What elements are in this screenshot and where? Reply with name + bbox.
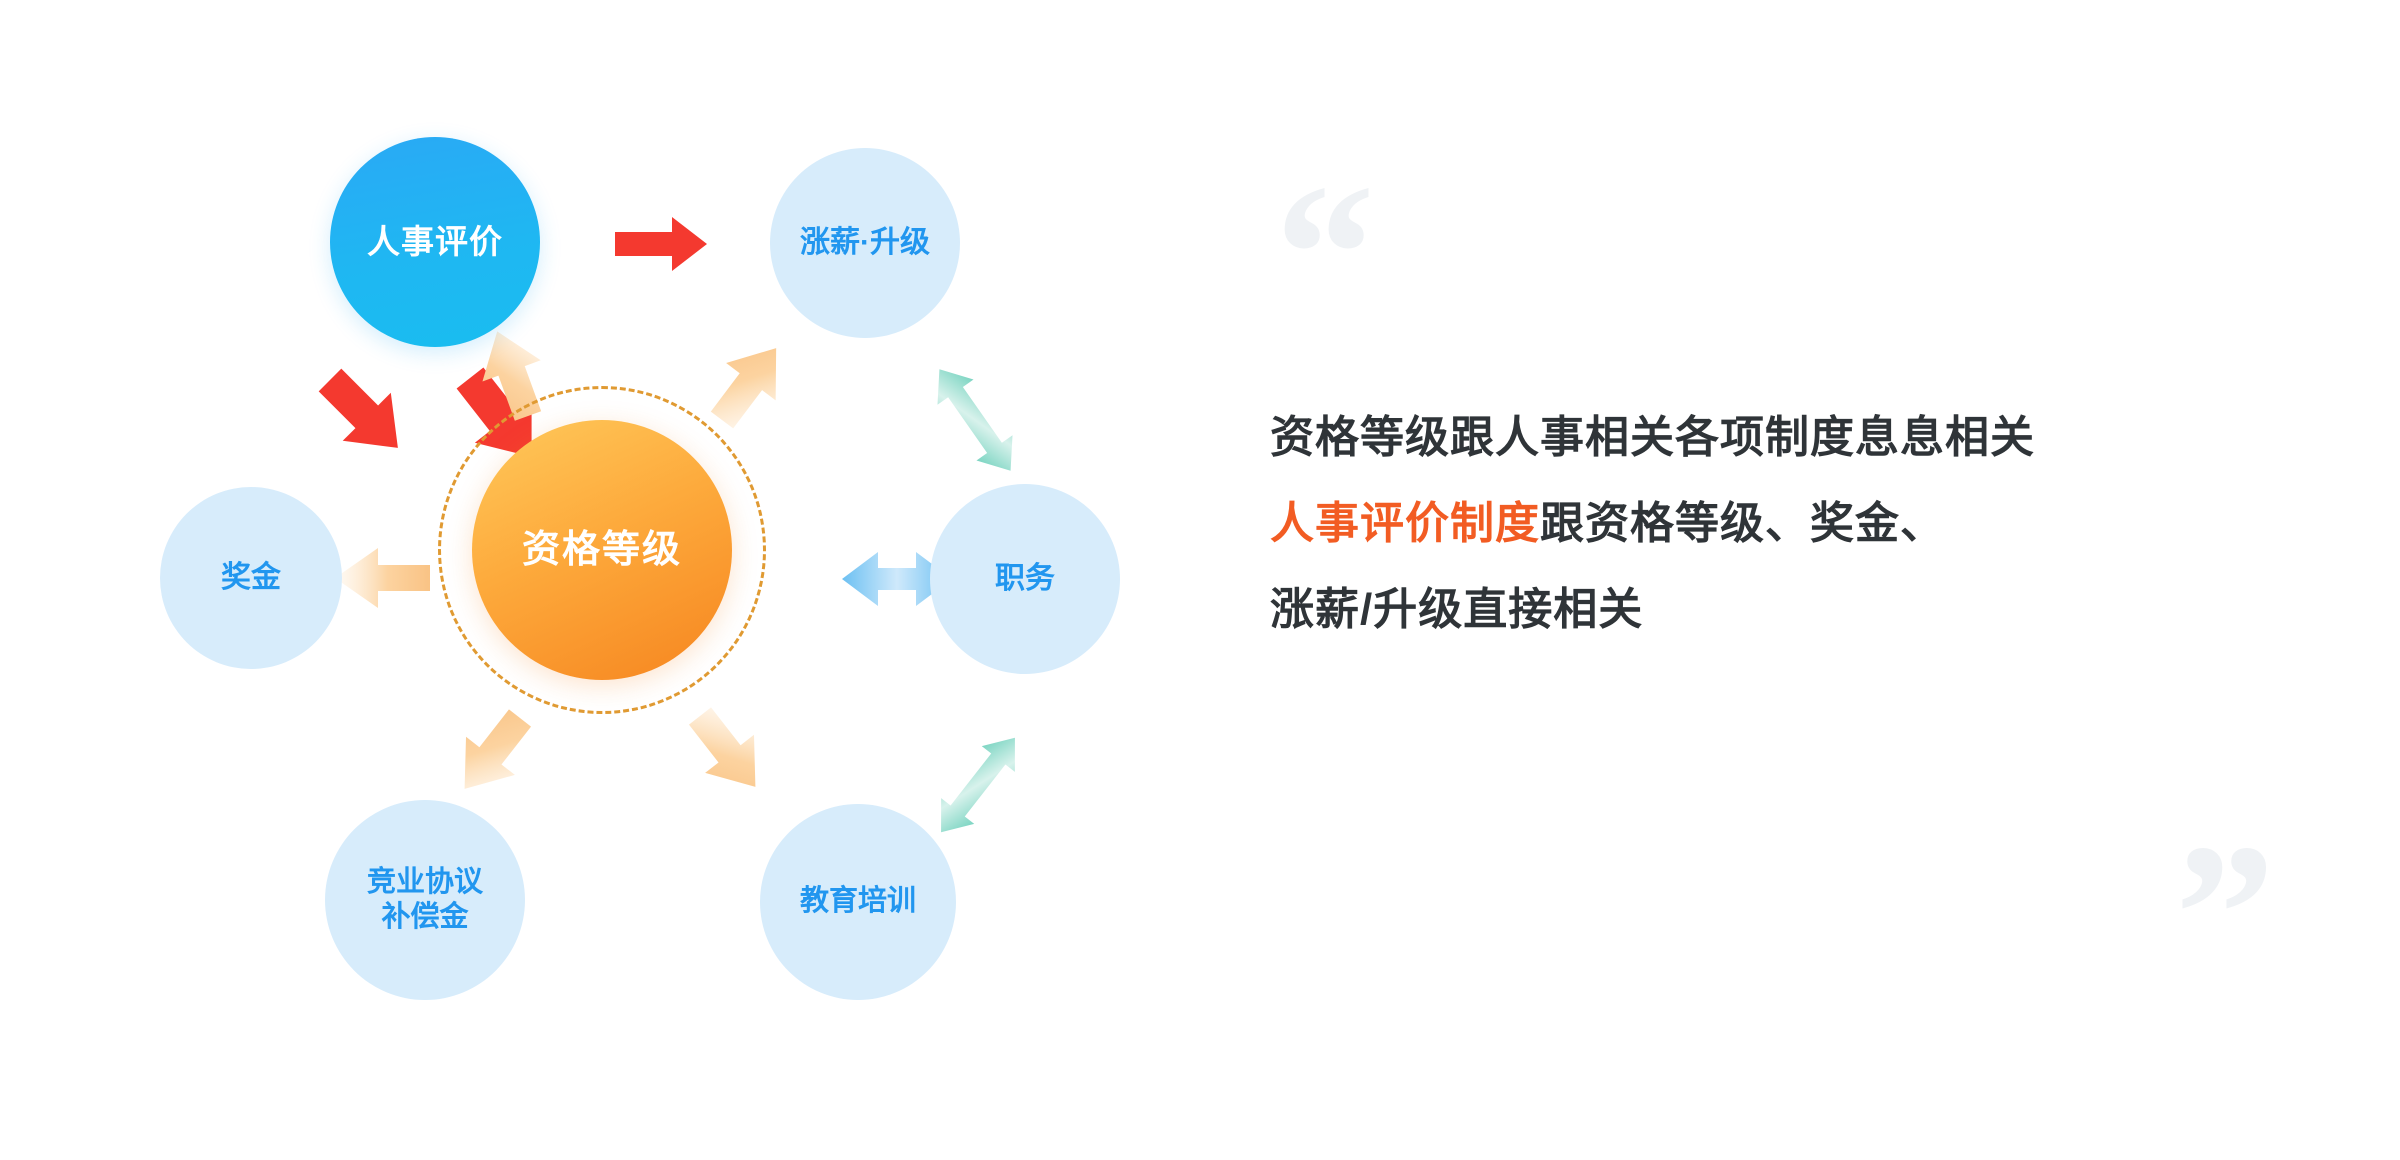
- explanation-line-2: 人事评价制度跟资格等级、奖金、: [1270, 481, 2350, 567]
- quote-open-mark: “: [1275, 155, 1375, 355]
- explanation-line-1: 资格等级跟人事相关各项制度息息相关: [1270, 413, 2035, 462]
- arrow-hub-to-bonus: [335, 548, 430, 608]
- explanation-line-3: 涨薪/升级直接相关: [1270, 584, 1644, 634]
- arrow-hub-to-raise: [710, 348, 777, 429]
- explanation-highlight: 人事评价制度: [1270, 498, 1540, 548]
- node-raise-promotion[interactable]: 涨薪·升级: [770, 148, 960, 338]
- node-qualification-level-label: 资格等级: [521, 528, 682, 571]
- arrow-hr-to-bonus: [318, 368, 398, 448]
- node-education-training[interactable]: 教育培训: [760, 804, 956, 1000]
- node-qualification-level[interactable]: 资格等级: [472, 420, 732, 680]
- quote-close-glyph: ”: [2175, 804, 2275, 1025]
- arrow-hub-to-education: [688, 707, 756, 787]
- quote-close-mark: ”: [2175, 815, 2275, 1015]
- node-position-label: 职务: [995, 561, 1055, 595]
- node-bonus-label: 奖金: [221, 560, 281, 594]
- relationship-diagram: 资格等级 人事评价 涨薪·升级 奖金 职务 竞业协议 补偿金 教育培训: [160, 137, 1120, 1000]
- node-bonus[interactable]: 奖金: [160, 487, 342, 669]
- explanation-line-2-rest: 跟资格等级、奖金、: [1540, 498, 1945, 548]
- arrow-hub-to-noncompete: [464, 709, 532, 789]
- node-raise-promotion-label: 涨薪·升级: [800, 225, 930, 259]
- node-position[interactable]: 职务: [930, 484, 1120, 674]
- node-education-training-label: 教育培训: [799, 885, 916, 918]
- node-hr-evaluation[interactable]: 人事评价: [330, 137, 540, 347]
- quote-open-glyph: “: [1275, 144, 1375, 365]
- hub-dashed-ring: [438, 386, 766, 714]
- node-non-compete-compensation[interactable]: 竞业协议 补偿金: [325, 800, 525, 1000]
- explanation-text: 资格等级跟人事相关各项制度息息相关 人事评价制度跟资格等级、奖金、 涨薪/升级直…: [1270, 395, 2350, 652]
- arrow-raise-to-position: [937, 369, 1013, 471]
- node-hr-evaluation-label: 人事评价: [367, 222, 503, 260]
- arrow-hr-to-raise: [615, 217, 707, 271]
- arrow-position-to-education: [941, 737, 1015, 833]
- node-non-compete-compensation-label: 竞业协议 补偿金: [366, 865, 483, 933]
